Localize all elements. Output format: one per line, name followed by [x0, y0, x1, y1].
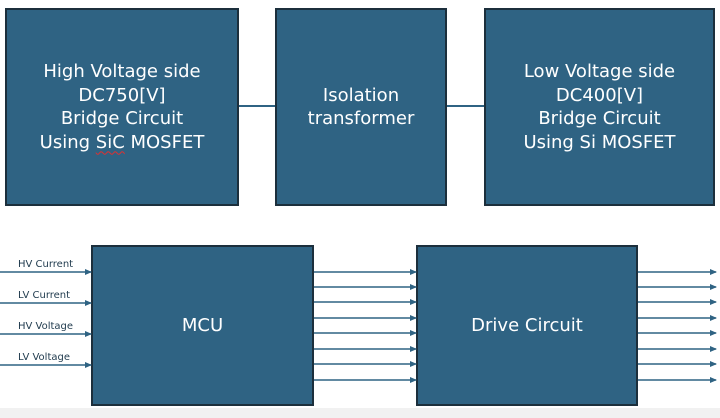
mcu-label: MCU	[181, 314, 224, 336]
lv-voltage: DC400[V]	[555, 84, 644, 106]
drive-label: Drive Circuit	[471, 314, 583, 336]
hv-device-sic: SiC	[95, 131, 125, 153]
footer-strip	[0, 408, 720, 418]
input-label-hv-current: HV Current	[18, 259, 74, 270]
drive-circuit-block: Drive Circuit	[416, 245, 638, 406]
input-label-lv-current: LV Current	[18, 290, 71, 301]
hv-device: Using SiC MOSFET	[40, 131, 205, 155]
input-label-hv-voltage: HV Voltage	[18, 321, 74, 332]
isolation-transformer-block: Isolation transformer	[275, 8, 447, 206]
input-label-lv-voltage: LV Voltage	[18, 352, 71, 363]
transformer-line1: Isolation	[322, 84, 400, 106]
lv-circuit: Bridge Circuit	[538, 108, 661, 129]
hv-to-transformer-link	[239, 105, 275, 107]
lv-device: Using Si MOSFET	[523, 131, 676, 153]
hv-title: High Voltage side	[43, 61, 201, 82]
hv-device-prefix: Using	[39, 131, 96, 153]
hv-bridge-block: High Voltage side DC750[V] Bridge Circui…	[5, 8, 239, 206]
transformer-line2: transformer	[307, 108, 415, 129]
hv-voltage: DC750[V]	[78, 84, 166, 106]
lv-title: Low Voltage side	[523, 61, 676, 82]
transformer-to-lv-link	[447, 105, 484, 107]
hv-device-suffix: MOSFET	[124, 131, 205, 153]
hv-circuit: Bridge Circuit	[60, 108, 184, 129]
mcu-block: MCU	[91, 245, 314, 406]
lv-bridge-block: Low Voltage side DC400[V] Bridge Circuit…	[484, 8, 715, 206]
